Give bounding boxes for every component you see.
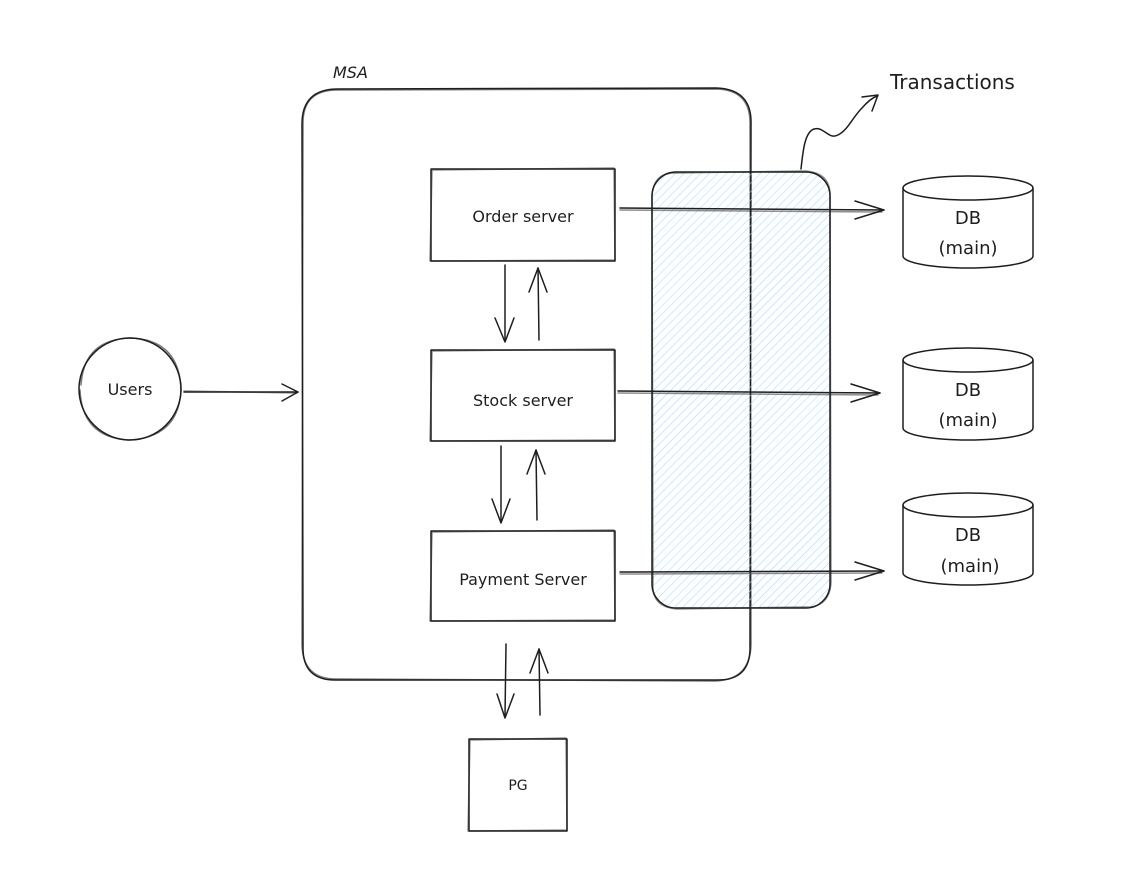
transactions-arrow xyxy=(800,94,879,170)
order-to-stock-arrow xyxy=(494,264,515,343)
users-actor: Users xyxy=(78,337,182,441)
transactions-label: Transactions xyxy=(889,70,1015,94)
msa-label: MSA xyxy=(333,63,368,82)
db-main-3: DB (main) xyxy=(902,492,1034,586)
order-server-label: Order server xyxy=(472,207,574,226)
stock-server: Stock server xyxy=(429,348,616,442)
pg-label: PG xyxy=(508,778,527,794)
stock-to-order-arrow xyxy=(528,267,548,341)
users-label: Users xyxy=(108,380,153,399)
payment-server: Payment Server xyxy=(429,529,616,622)
db-1-label-line1: DB xyxy=(955,208,981,229)
db-2-label-line1: DB xyxy=(955,380,981,401)
db-3-label-line2: (main) xyxy=(940,556,999,577)
db-1-label-line2: (main) xyxy=(938,238,997,259)
stock-to-payment-arrow xyxy=(491,445,511,524)
payment-to-db-arrow xyxy=(619,561,885,581)
db-main-1: DB (main) xyxy=(902,175,1034,269)
transactions-band-outline xyxy=(651,170,832,610)
db-3-label-line1: DB xyxy=(955,525,981,546)
payment-server-label: Payment Server xyxy=(459,570,587,589)
payment-to-pg-arrow xyxy=(496,643,515,719)
order-server: Order server xyxy=(429,167,616,262)
msa-container: MSA xyxy=(301,63,752,682)
pg-to-payment-arrow xyxy=(529,648,549,716)
users-to-msa-arrow xyxy=(183,383,299,402)
stock-to-db-arrow xyxy=(617,383,881,403)
db-2-label-line2: (main) xyxy=(938,410,997,431)
db-main-2: DB (main) xyxy=(902,347,1034,441)
stock-server-label: Stock server xyxy=(473,391,573,410)
payment-to-stock-arrow xyxy=(526,449,546,521)
pg-box: PG xyxy=(467,737,568,832)
transactions-band xyxy=(652,172,830,608)
order-to-db-arrow xyxy=(619,200,885,220)
